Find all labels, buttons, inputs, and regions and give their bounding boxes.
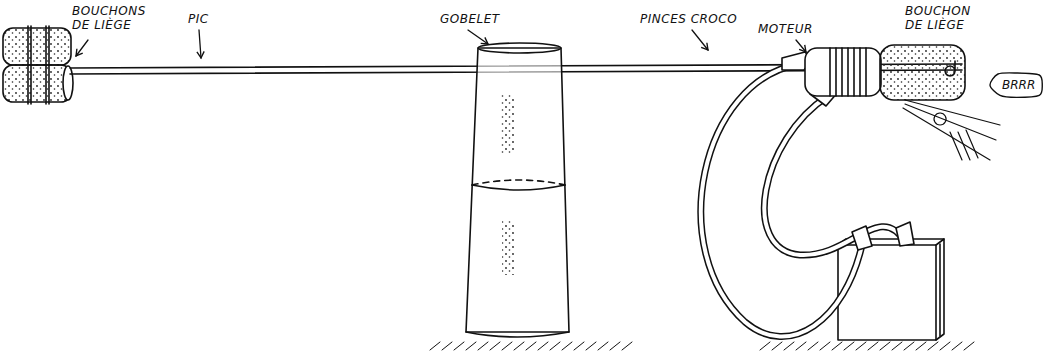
part-label: GOBELET <box>440 12 500 26</box>
part-label: BOUCHONS DE LIÈGE <box>72 4 167 33</box>
bubble-shape <box>990 73 1042 98</box>
leader-arrows <box>76 30 806 58</box>
cup <box>466 43 569 337</box>
part-label: PIC <box>188 12 209 26</box>
part-label: PINCES CROCO <box>640 12 737 26</box>
wires <box>701 64 905 337</box>
motion-lines <box>903 100 1000 160</box>
ground-hatching <box>430 342 974 350</box>
corks <box>3 26 73 104</box>
part-label: MOTEUR <box>758 22 813 36</box>
speech-bubble: BRRR <box>990 72 1043 98</box>
sound-text: BRRR <box>1002 78 1035 92</box>
motor <box>805 48 881 96</box>
motor-cork <box>880 45 965 100</box>
battery <box>838 239 944 340</box>
part-label: BOUCHON DE LIÈGE <box>905 4 985 33</box>
